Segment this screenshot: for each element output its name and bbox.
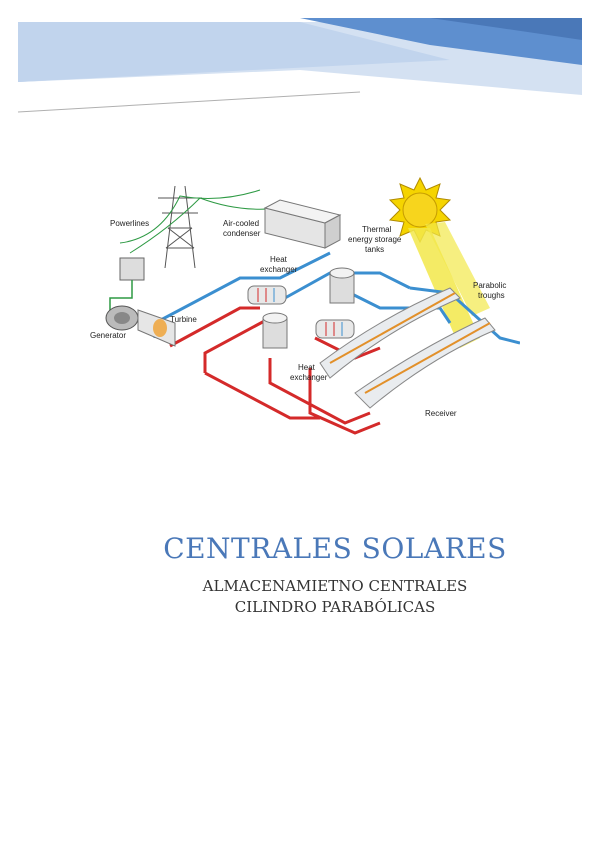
- label-thermal-storage: Thermal: [362, 225, 392, 234]
- label-thermal-storage: tanks: [365, 245, 384, 254]
- label-turbine: Turbine: [170, 315, 197, 324]
- label-heat-exchanger: Heat: [270, 255, 288, 264]
- power-tower-icon: [158, 185, 202, 269]
- transformer-icon: [119, 257, 145, 281]
- sun-ray: [425, 222, 490, 316]
- generator-icon: [105, 305, 139, 331]
- label-heat-exchanger: Heat: [298, 363, 316, 372]
- sun-ray: [408, 228, 480, 348]
- subtitle-line: ALMACENAMIETNO CENTRALES: [202, 577, 468, 595]
- label-receiver: Receiver: [425, 409, 457, 418]
- parabolic-trough: [319, 287, 496, 409]
- label-heat-exchanger: exchanger: [260, 265, 298, 274]
- condenser-icon: [263, 199, 342, 249]
- storage-tank-icon: [262, 312, 288, 349]
- label-condenser: condenser: [223, 229, 261, 238]
- page-subtitle: ALMACENAMIETNO CENTRALES CILINDRO PARABÓ…: [150, 576, 520, 618]
- label-parabolic-troughs: Parabolic: [473, 281, 506, 290]
- heat-exchanger-icon: [247, 285, 287, 305]
- label-condenser: Air-cooled: [223, 219, 259, 228]
- label-parabolic-troughs: troughs: [478, 291, 505, 300]
- label-heat-exchanger: exchanger: [290, 373, 328, 382]
- heat-exchanger-icon: [315, 319, 355, 339]
- storage-tank-icon: [329, 267, 355, 304]
- page-title: CENTRALES SOLARES: [163, 532, 507, 565]
- turbine-icon: [137, 309, 176, 347]
- subtitle-line: CILINDRO PARABÓLICAS: [234, 598, 436, 616]
- label-thermal-storage: energy storage: [348, 235, 402, 244]
- header-decoration: [17, 18, 582, 113]
- label-powerlines: Powerlines: [110, 219, 149, 228]
- label-generator: Generator: [90, 331, 126, 340]
- solar-plant-diagram: Powerlines Air-cooled condenser Thermal …: [90, 176, 520, 435]
